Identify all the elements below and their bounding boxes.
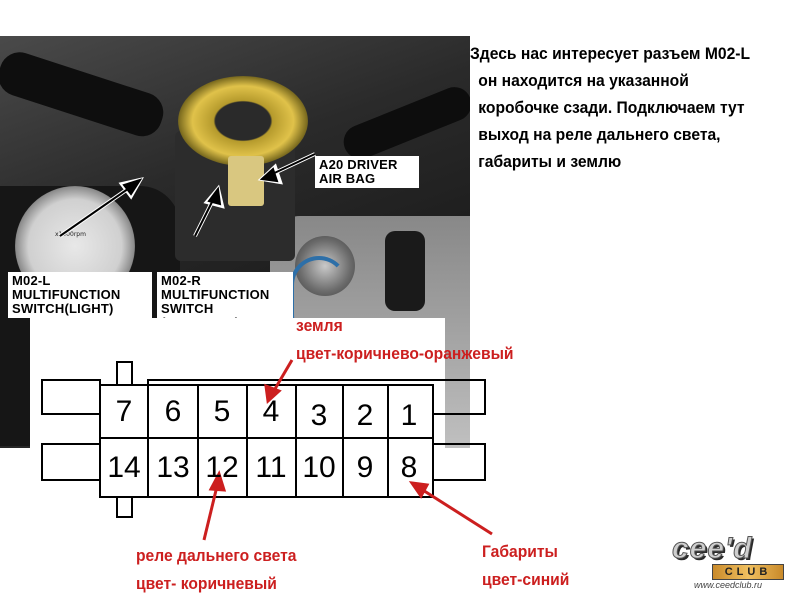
description-line: габариты и землю [478,152,622,171]
callout-m02r: M02-R MULTIFUNCTION SWITCH (REMOCON) [157,272,293,332]
pin-4: 4 [262,395,280,428]
photo-arrows [58,152,316,238]
pin-6: 6 [164,395,182,428]
pin-8: 8 [400,451,418,484]
high-beam-annotation: реле дальнего света цвет- коричневый [136,542,297,598]
ground-color: цвет-коричнево-оранжевый [296,344,514,363]
pin-1: 1 [400,399,418,432]
pin-11: 11 [255,451,287,484]
logo-main-text: cee'd [672,532,753,566]
pin-3: 3 [310,399,328,432]
ground-annotation: земля цвет-коричнево-оранжевый [296,312,514,368]
high-beam-title: реле дальнего света [136,546,297,565]
pin-7: 7 [115,395,133,428]
pin-2: 2 [356,399,374,432]
gauge-label: x1000rpm [55,231,86,238]
parking-annotation: Габариты цвет-синий [482,538,569,594]
logo-club-badge: CLUB [712,564,784,580]
pin-10: 10 [302,451,336,484]
description-line: он находится на указанной [478,71,689,90]
callout-airbag: A20 DRIVER AIR BAG [315,156,419,188]
pin-9: 9 [356,451,374,484]
pin-13: 13 [156,451,190,484]
ceedclub-logo: cee'd CLUB www.ceedclub.ru [668,530,796,596]
ground-title: земля [296,316,343,335]
pin-14: 14 [107,451,141,484]
clock-spring [178,76,308,166]
description-line: коробочке сзади. Подключаем тут [478,98,745,117]
airbag-connector [228,156,264,206]
pin-12: 12 [205,451,239,484]
description-line: Здесь нас интересует разъем M02-L [470,44,751,63]
callout-m02l: M02-L MULTIFUNCTION SWITCH(LIGHT) [8,272,152,318]
car-key [385,231,425,311]
high-beam-color: цвет- коричневый [136,574,277,593]
parking-color: цвет-синий [482,570,570,589]
pin-5: 5 [213,395,231,428]
logo-url: www.ceedclub.ru [694,580,763,590]
parking-title: Габариты [482,542,558,561]
description-text: Здесь нас интересует разъем M02-L он нах… [470,40,774,175]
description-line: выход на реле дальнего света, [478,125,721,144]
